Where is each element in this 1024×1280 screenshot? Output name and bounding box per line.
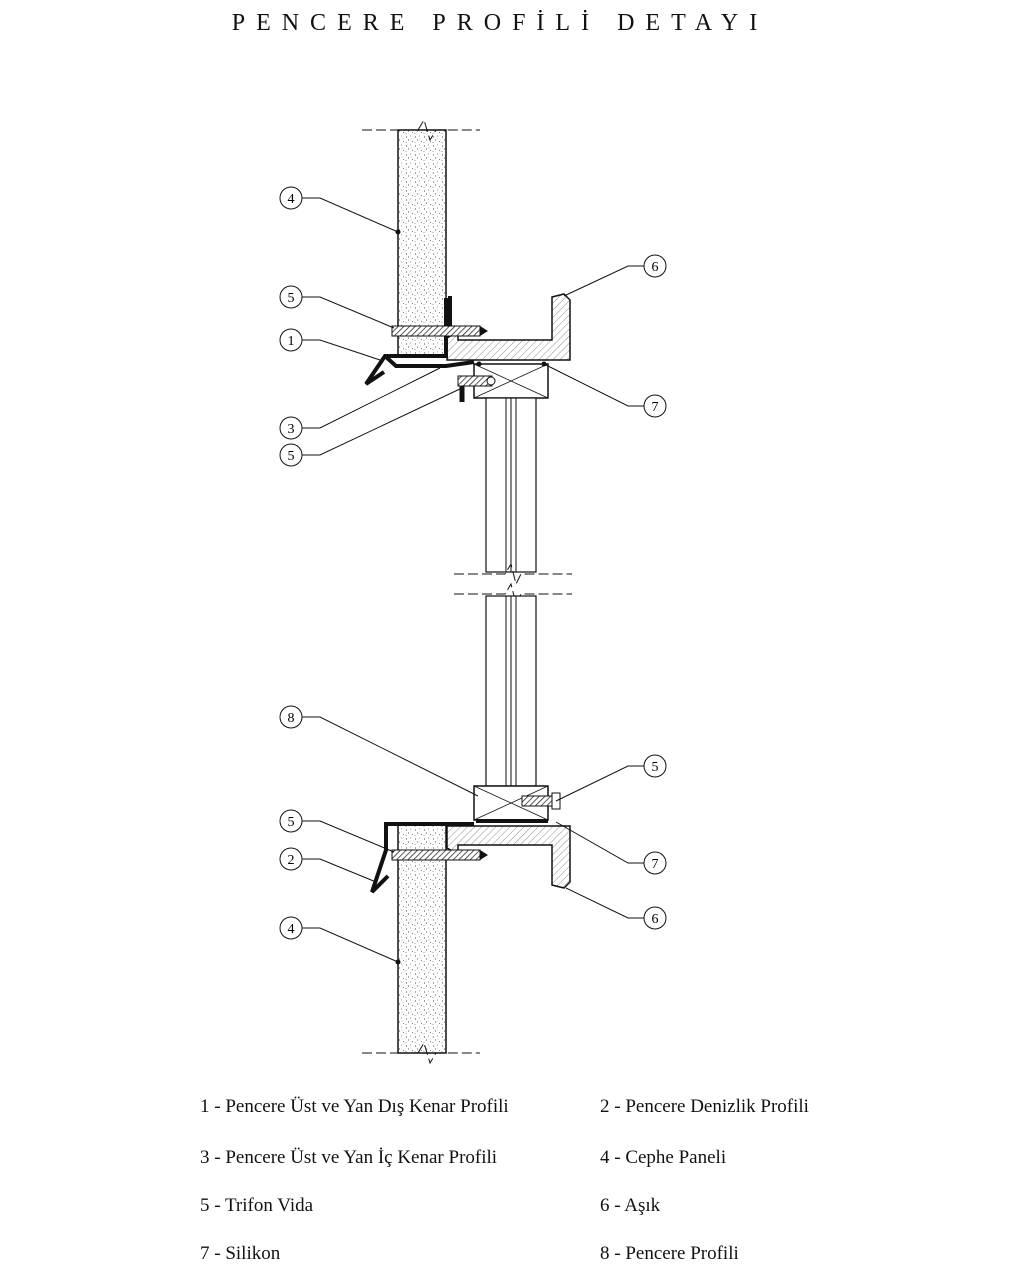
facade-panel-top xyxy=(362,118,480,356)
sill-profile xyxy=(370,822,474,894)
svg-text:5: 5 xyxy=(288,815,295,830)
facade-panel-bottom xyxy=(362,824,480,1065)
callout-1: 1 xyxy=(279,328,303,352)
legend-item-2: 2 - Pencere Denizlik Profili xyxy=(600,1096,809,1117)
screw-bottom xyxy=(391,849,488,861)
callout-2: 2 xyxy=(279,847,303,871)
callout-7-bottom: 7 xyxy=(643,851,667,875)
callout-4-top: 4 xyxy=(279,186,303,210)
svg-text:7: 7 xyxy=(652,400,659,415)
outer-edge-profile-top xyxy=(364,298,475,386)
svg-text:6: 6 xyxy=(652,260,659,275)
drawing-title: PENCERE PROFİLİ DETAYI xyxy=(231,10,769,36)
legend-item-7: 7 - Silikon xyxy=(200,1243,281,1264)
legend-item-4: 4 - Cephe Paneli xyxy=(600,1147,727,1168)
callout-6-bottom: 6 xyxy=(643,906,667,930)
svg-text:2: 2 xyxy=(288,853,295,868)
window-profile xyxy=(454,363,572,821)
svg-text:3: 3 xyxy=(288,422,295,437)
svg-text:5: 5 xyxy=(288,291,295,306)
callout-5-right: 5 xyxy=(643,754,667,778)
window-profile-section-drawing: 4 5 1 3 5 6 7 8 5 5 2 4 xyxy=(279,118,667,1065)
screw-mid xyxy=(457,375,496,387)
legend-item-5: 5 - Trifon Vida xyxy=(200,1195,314,1216)
callout-3: 3 xyxy=(279,416,303,440)
svg-text:5: 5 xyxy=(652,760,659,775)
callout-5-top: 5 xyxy=(279,285,303,309)
svg-text:5: 5 xyxy=(288,449,295,464)
svg-text:1: 1 xyxy=(288,334,295,349)
svg-text:6: 6 xyxy=(652,912,659,927)
screw-top xyxy=(391,325,488,337)
svg-text:4: 4 xyxy=(288,922,295,937)
legend-item-1: 1 - Pencere Üst ve Yan Dış Kenar Profili xyxy=(200,1096,509,1117)
callout-7-top: 7 xyxy=(643,394,667,418)
svg-text:4: 4 xyxy=(288,192,295,207)
legend-item-6: 6 - Aşık xyxy=(600,1195,661,1216)
callout-5-mid: 5 xyxy=(279,443,303,467)
svg-text:7: 7 xyxy=(652,857,659,872)
leader-lines xyxy=(302,197,644,965)
callout-8: 8 xyxy=(279,705,303,729)
svg-text:8: 8 xyxy=(288,711,295,726)
callout-6-top: 6 xyxy=(643,254,667,278)
callout-5-bottom: 5 xyxy=(279,809,303,833)
legend-item-8: 8 - Pencere Profili xyxy=(600,1243,739,1264)
legend-item-3: 3 - Pencere Üst ve Yan İç Kenar Profili xyxy=(200,1147,498,1168)
callout-4-bottom: 4 xyxy=(279,916,303,940)
